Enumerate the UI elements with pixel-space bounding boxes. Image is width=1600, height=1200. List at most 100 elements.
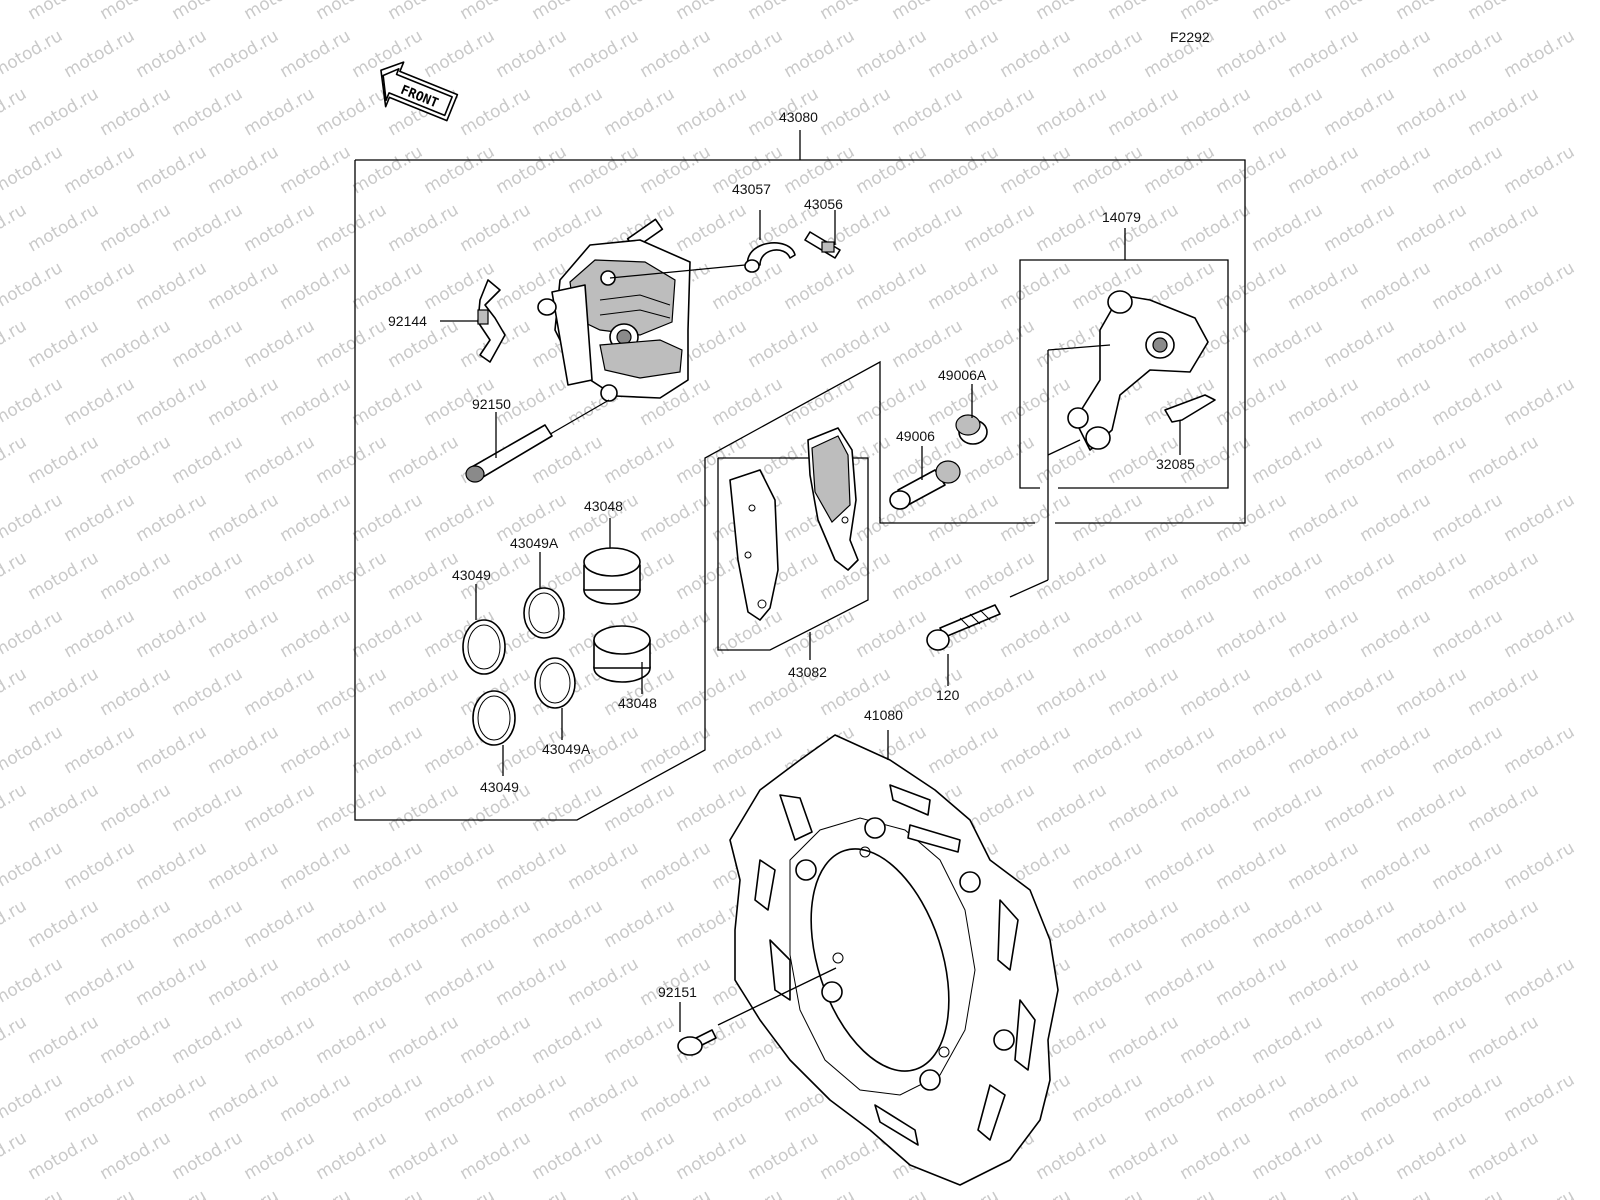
watermark-text: motod.ru bbox=[493, 142, 571, 198]
watermark-text: motod.ru bbox=[781, 1186, 859, 1200]
watermark-text: motod.ru bbox=[1177, 664, 1255, 720]
watermark-text: motod.ru bbox=[1213, 722, 1291, 778]
watermark-text: motod.ru bbox=[1141, 606, 1219, 662]
label-92150: 92150 bbox=[472, 396, 511, 412]
watermark-text: motod.ru bbox=[1105, 0, 1183, 24]
watermark-text: motod.ru bbox=[1285, 838, 1363, 894]
watermark-text: motod.ru bbox=[385, 432, 463, 488]
watermark-text: motod.ru bbox=[1069, 142, 1147, 198]
watermark-text: motod.ru bbox=[1213, 142, 1291, 198]
watermark-text: motod.ru bbox=[1285, 490, 1363, 546]
watermark-text: motod.ru bbox=[997, 258, 1075, 314]
brake-disc-part bbox=[717, 730, 1059, 1186]
watermark-text: motod.ru bbox=[781, 26, 859, 82]
watermark-text: motod.ru bbox=[349, 722, 427, 778]
watermark-text: motod.ru bbox=[277, 26, 355, 82]
watermark-text: motod.ru bbox=[709, 606, 787, 662]
watermark-text: motod.ru bbox=[205, 1070, 283, 1126]
label-43080: 43080 bbox=[779, 109, 818, 125]
watermark-text: motod.ru bbox=[817, 316, 895, 372]
watermark-text: motod.ru bbox=[421, 838, 499, 894]
watermark-text: motod.ru bbox=[1357, 1070, 1435, 1126]
watermark-text: motod.ru bbox=[1213, 374, 1291, 430]
label-92144: 92144 bbox=[388, 313, 427, 329]
piston-lower-part bbox=[593, 625, 651, 694]
watermark-text: motod.ru bbox=[1465, 780, 1543, 836]
watermark-text: motod.ru bbox=[997, 490, 1075, 546]
watermark-text: motod.ru bbox=[1501, 374, 1579, 430]
watermark-text: motod.ru bbox=[1321, 1012, 1399, 1068]
label-14079: 14079 bbox=[1102, 209, 1141, 225]
watermark-text: motod.ru bbox=[0, 954, 66, 1010]
watermark-text: motod.ru bbox=[925, 722, 1003, 778]
watermark-text: motod.ru bbox=[709, 1186, 787, 1200]
watermark-text: motod.ru bbox=[205, 606, 283, 662]
watermark-text: motod.ru bbox=[1141, 490, 1219, 546]
watermark-text: motod.ru bbox=[313, 664, 391, 720]
dust-boot-part bbox=[955, 384, 988, 445]
watermark-text: motod.ru bbox=[1321, 1128, 1399, 1184]
disc-screw-part bbox=[677, 1002, 717, 1056]
watermark-text: motod.ru bbox=[853, 1186, 931, 1200]
watermark-text: motod.ru bbox=[1141, 954, 1219, 1010]
watermark-text: motod.ru bbox=[1249, 316, 1327, 372]
watermark-text: motod.ru bbox=[61, 142, 139, 198]
watermark-text: motod.ru bbox=[853, 606, 931, 662]
watermark-text: motod.ru bbox=[1429, 142, 1507, 198]
watermark-text: motod.ru bbox=[1213, 490, 1291, 546]
watermark-text: motod.ru bbox=[277, 838, 355, 894]
watermark-text: motod.ru bbox=[313, 432, 391, 488]
watermark-text: motod.ru bbox=[385, 0, 463, 24]
watermark-text: motod.ru bbox=[205, 258, 283, 314]
watermark-text: motod.ru bbox=[1285, 1070, 1363, 1126]
watermark-text: motod.ru bbox=[745, 1128, 823, 1184]
watermark-text: motod.ru bbox=[97, 0, 175, 24]
caliper-body bbox=[537, 218, 746, 441]
watermark-text: motod.ru bbox=[0, 26, 66, 82]
watermark-text: motod.ru bbox=[97, 1012, 175, 1068]
watermark-text: motod.ru bbox=[25, 548, 103, 604]
watermark-text: motod.ru bbox=[313, 896, 391, 952]
watermark-text: motod.ru bbox=[925, 490, 1003, 546]
watermark-text: motod.ru bbox=[205, 490, 283, 546]
watermark-text: motod.ru bbox=[637, 1070, 715, 1126]
watermark-text: motod.ru bbox=[1465, 664, 1543, 720]
watermark-text: motod.ru bbox=[1393, 1012, 1471, 1068]
watermark-text: motod.ru bbox=[1177, 896, 1255, 952]
watermark-text: motod.ru bbox=[0, 896, 30, 952]
watermark-text: motod.ru bbox=[277, 374, 355, 430]
watermark-text: motod.ru bbox=[1321, 0, 1399, 24]
watermark-text: motod.ru bbox=[853, 374, 931, 430]
watermark-text: motod.ru bbox=[25, 664, 103, 720]
watermark-text: motod.ru bbox=[277, 722, 355, 778]
watermark-text: motod.ru bbox=[133, 26, 211, 82]
watermark-text: motod.ru bbox=[1213, 258, 1291, 314]
watermark-text: motod.ru bbox=[169, 200, 247, 256]
watermark-text: motod.ru bbox=[637, 954, 715, 1010]
watermark-text: motod.ru bbox=[1249, 0, 1327, 24]
watermark-text: motod.ru bbox=[25, 896, 103, 952]
watermark-text: motod.ru bbox=[1501, 26, 1579, 82]
watermark-text: motod.ru bbox=[745, 316, 823, 372]
watermark-text: motod.ru bbox=[385, 200, 463, 256]
watermark-text: motod.ru bbox=[1033, 200, 1111, 256]
watermark-text: motod.ru bbox=[1285, 26, 1363, 82]
watermark-text: motod.ru bbox=[673, 1128, 751, 1184]
pad-pin-part bbox=[465, 412, 553, 483]
watermark-text: motod.ru bbox=[1249, 548, 1327, 604]
watermark-text: motod.ru bbox=[1501, 142, 1579, 198]
watermark-text: motod.ru bbox=[1357, 142, 1435, 198]
watermark-text: motod.ru bbox=[97, 1128, 175, 1184]
watermark-text: motod.ru bbox=[889, 84, 967, 140]
watermark-text: motod.ru bbox=[313, 84, 391, 140]
watermark-text: motod.ru bbox=[1393, 664, 1471, 720]
watermark-text: motod.ru bbox=[0, 1070, 66, 1126]
pad-spring-part bbox=[440, 279, 506, 363]
watermark-text: motod.ru bbox=[529, 896, 607, 952]
watermark-text: motod.ru bbox=[1465, 316, 1543, 372]
watermark-text: motod.ru bbox=[0, 780, 30, 836]
watermark-text: motod.ru bbox=[313, 548, 391, 604]
watermark-text: motod.ru bbox=[1321, 432, 1399, 488]
watermark-text: motod.ru bbox=[133, 722, 211, 778]
